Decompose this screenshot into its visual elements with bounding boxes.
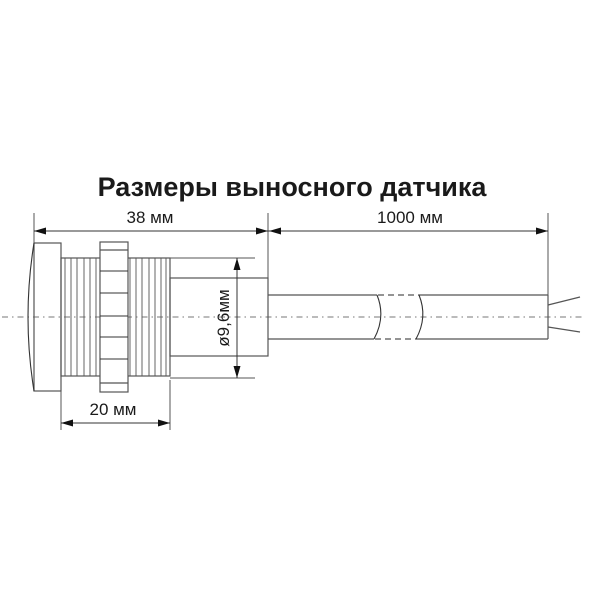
dimension-20mm: 20 мм [61, 400, 170, 427]
dimension-1000mm: 1000 мм [268, 208, 548, 235]
arrow-left-icon [34, 227, 46, 235]
dimension-label-diameter: ø9,6мм [214, 289, 233, 346]
dimension-label-38mm: 38 мм [126, 208, 173, 227]
lock-nut [99, 241, 129, 393]
wire-ends [547, 296, 581, 333]
arrow-right-icon [158, 419, 170, 427]
arrow-right-icon [536, 227, 548, 235]
dimension-label-20mm: 20 мм [89, 400, 136, 419]
cable-with-break [268, 294, 549, 340]
dimension-38mm: 38 мм [34, 208, 268, 235]
arrow-right-icon [256, 227, 268, 235]
arrow-down-icon [233, 366, 241, 378]
sensor-tail [169, 277, 269, 357]
arrow-up-icon [233, 258, 241, 270]
arrow-left-icon [269, 227, 281, 235]
dimension-diameter: ø9,6мм [214, 258, 241, 378]
arrow-left-icon [61, 419, 73, 427]
drawing-title: Размеры выносного датчика [98, 172, 488, 202]
dimension-label-1000mm: 1000 мм [377, 208, 443, 227]
